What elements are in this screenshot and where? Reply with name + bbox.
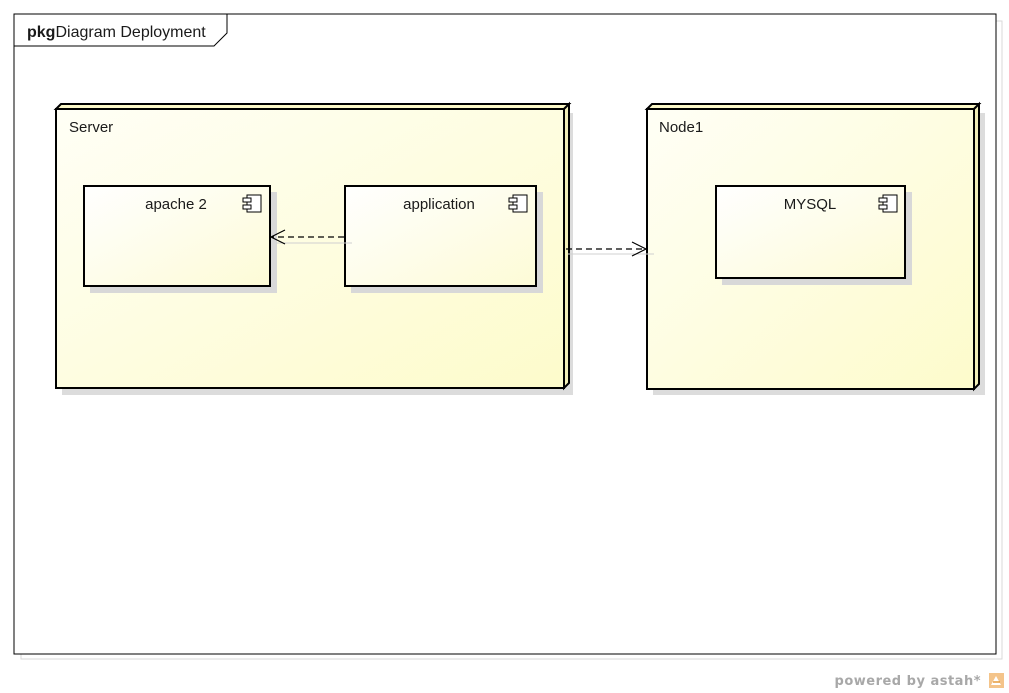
frame-title-text: Diagram Deployment — [55, 24, 206, 41]
open-arrowhead-icon — [269, 229, 286, 245]
component-apache-label: apache 2 — [145, 196, 207, 213]
component-icon — [242, 194, 262, 213]
dependency-server-to-node1[interactable] — [566, 241, 654, 257]
component-application[interactable]: application — [344, 185, 543, 293]
component-icon — [508, 194, 528, 213]
dependency-application-to-apache[interactable] — [269, 229, 352, 245]
astah-logo-icon — [989, 673, 1004, 688]
node-node1-label: Node1 — [659, 119, 703, 136]
node-server-label: Server — [69, 119, 113, 136]
component-mysql[interactable]: MYSQL — [715, 185, 912, 285]
open-arrowhead-icon — [631, 241, 648, 257]
frame-keyword: pkg — [27, 24, 55, 41]
component-icon — [878, 194, 898, 213]
frame-title: pkgDiagram Deployment — [27, 24, 206, 41]
component-apache[interactable]: apache 2 — [83, 185, 277, 293]
component-application-label: application — [403, 196, 475, 213]
node-node1[interactable]: Node1 — [644, 101, 985, 395]
powered-by-label: powered by astah* — [834, 674, 981, 689]
component-mysql-label: MYSQL — [784, 196, 837, 213]
